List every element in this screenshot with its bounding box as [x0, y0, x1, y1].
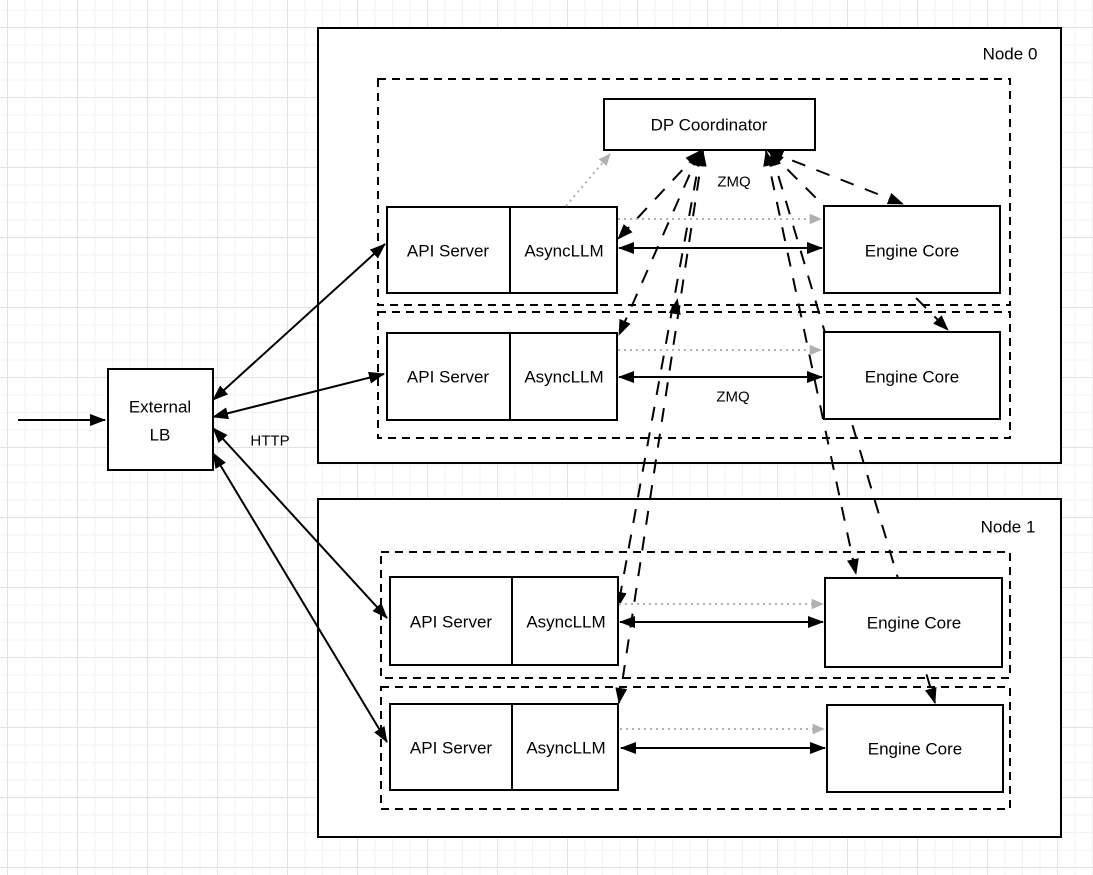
engine-core-label-0: Engine Core: [865, 242, 960, 261]
api-asyncllm-box-3: [389, 703, 619, 791]
api-server-label-2: API Server: [410, 613, 493, 632]
http-label: HTTP: [250, 433, 289, 450]
external-lb-box: [107, 368, 214, 471]
mid-arrowhead-asyncllm2-link: [668, 298, 681, 315]
api-asyncllm-box-2: [389, 576, 619, 666]
engine-core-label-1: Engine Core: [865, 368, 960, 387]
replica0-dashed-box: [377, 78, 1011, 306]
external-lb-label-line2: LB: [150, 426, 171, 445]
node0-label: Node 0: [983, 45, 1038, 64]
dp-coordinator-box: [603, 98, 816, 151]
external-lb-label-line1: External: [129, 398, 191, 417]
engine-core-label-3: Engine Core: [868, 740, 963, 759]
api-server-label-0: API Server: [407, 242, 490, 261]
asyncllm-label-1: AsyncLLM: [524, 368, 603, 387]
api-asyncllm-box-0: [386, 206, 618, 294]
edge-lb-apiserver3: [212, 452, 388, 743]
zmq-label-top: ZMQ: [717, 174, 750, 191]
node1-label: Node 1: [981, 518, 1036, 537]
zmq-label-row1: ZMQ: [716, 389, 749, 406]
engine-core-box-3: [826, 704, 1004, 793]
asyncllm-label-0: AsyncLLM: [524, 242, 603, 261]
engine-core-label-2: Engine Core: [867, 614, 962, 633]
engine-core-box-2: [824, 577, 1003, 668]
engine-core-box-0: [823, 205, 1001, 294]
edge-lb-apiserver1: [212, 371, 385, 420]
asyncllm-label-3: AsyncLLM: [526, 739, 605, 758]
asyncllm-label-2: AsyncLLM: [526, 613, 605, 632]
dp-coordinator-label: DP Coordinator: [651, 116, 768, 135]
engine-core-box-1: [823, 331, 1001, 420]
api-server-label-1: API Server: [407, 368, 490, 387]
api-asyncllm-box-1: [386, 332, 618, 421]
api-server-label-3: API Server: [410, 739, 493, 758]
